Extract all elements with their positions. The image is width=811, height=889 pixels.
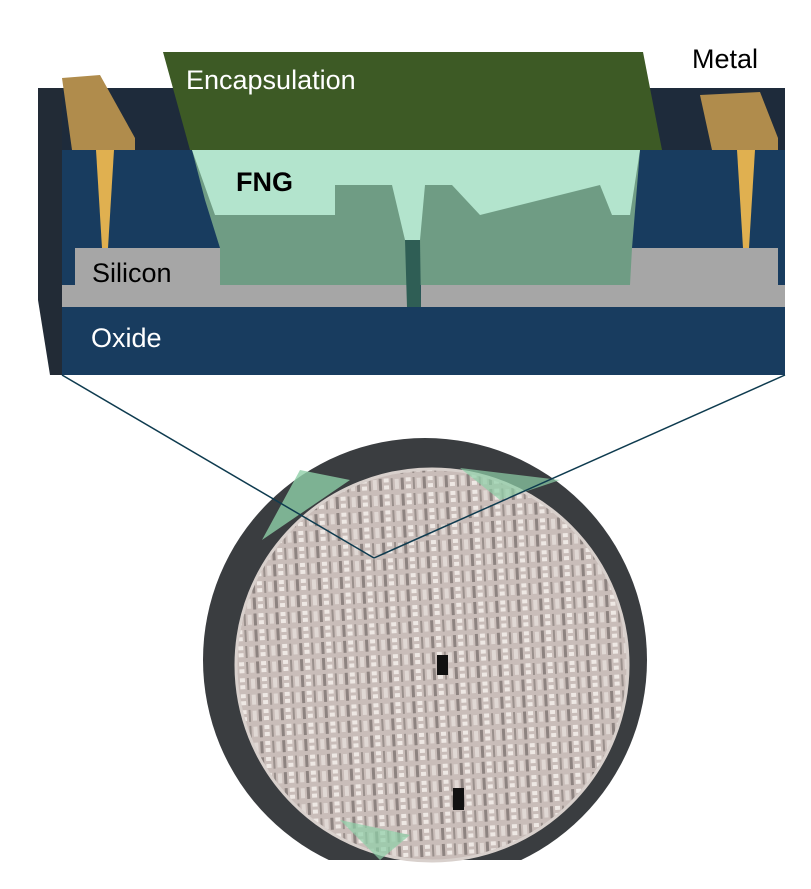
metal-contact-left	[62, 75, 135, 248]
trench	[405, 240, 421, 307]
metal-contact-right	[700, 92, 778, 248]
callout-line-left	[61, 374, 375, 559]
missing-die	[453, 788, 464, 810]
callout-line-right	[373, 374, 786, 559]
oxide-label: Oxide	[91, 323, 162, 353]
metal-label: Metal	[692, 44, 759, 74]
silicon-layer	[62, 248, 785, 307]
oxide-layer	[62, 307, 785, 375]
cross-section	[38, 52, 785, 375]
wafer	[234, 467, 630, 863]
missing-die	[437, 655, 448, 675]
fng-top	[192, 150, 640, 240]
fng-label: FNG	[236, 167, 293, 197]
wafer-photo	[195, 438, 655, 889]
encapsulation-label: Encapsulation	[186, 65, 356, 95]
silicon-label: Silicon	[92, 258, 172, 288]
encapsulation-layer	[163, 52, 662, 150]
side-face	[38, 88, 62, 375]
